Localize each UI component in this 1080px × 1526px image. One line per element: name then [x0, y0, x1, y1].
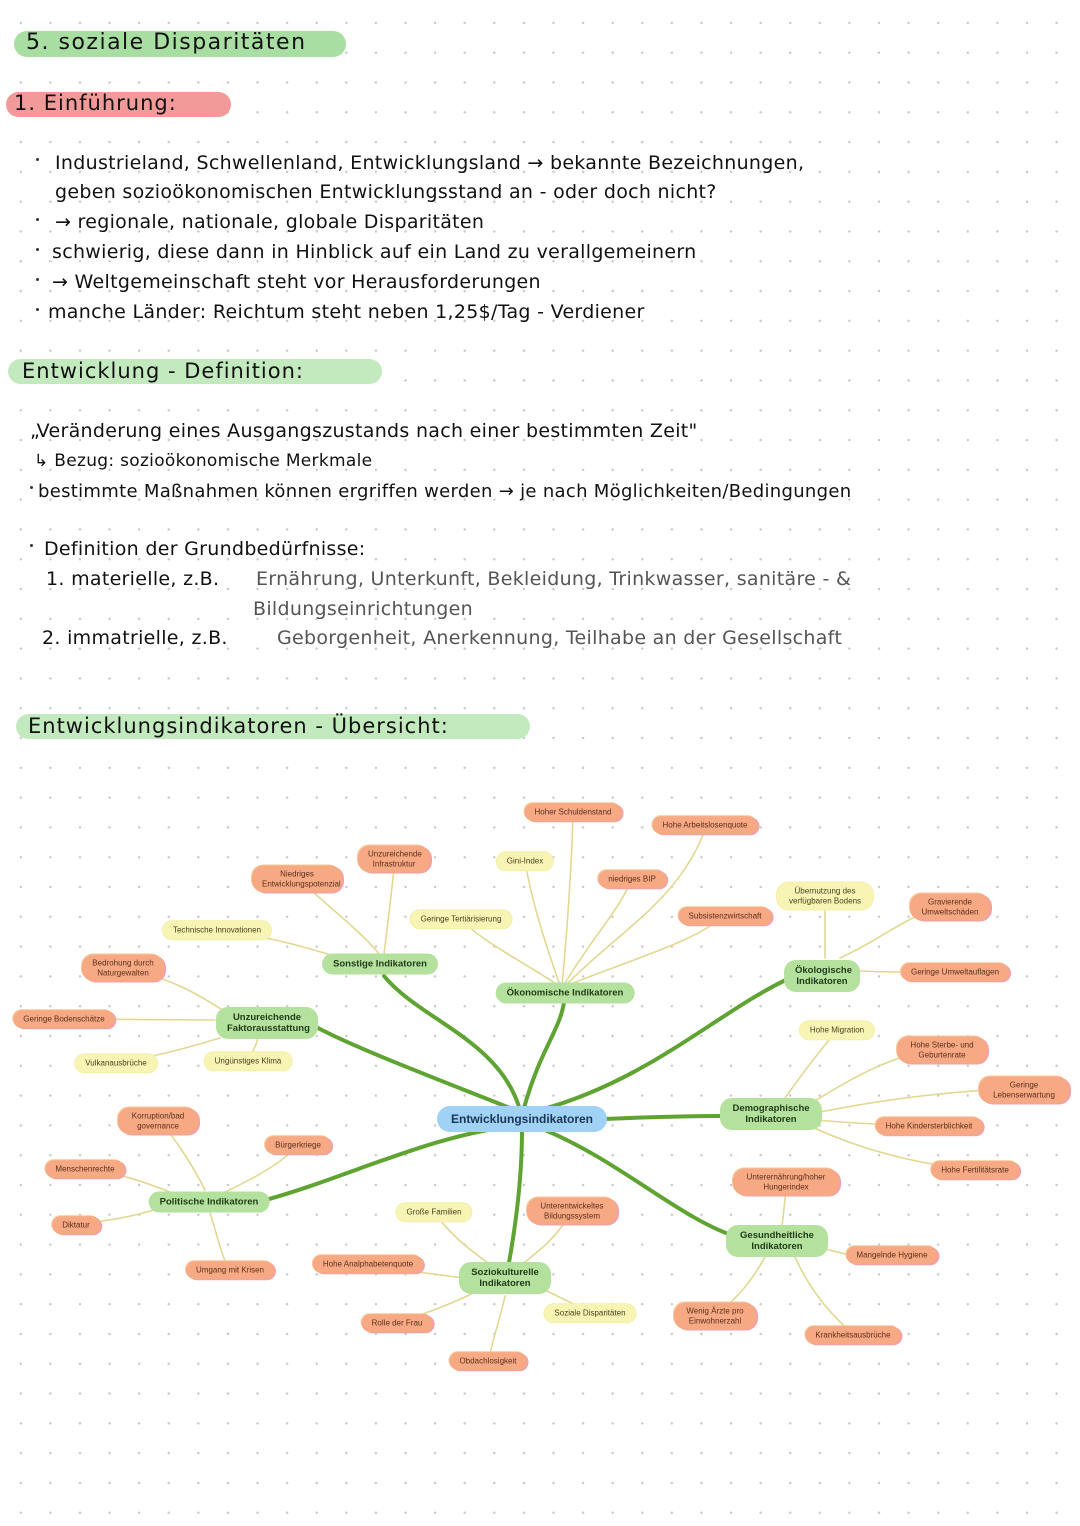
node-unguenstiges-klima: Ungünstiges Klima	[204, 1052, 292, 1070]
definition-quote: „Veränderung eines Ausgangszustands nach…	[30, 420, 698, 442]
definition-reference: ↳ Bezug: sozioökonomische Merkmale	[34, 451, 373, 471]
bullet-dot	[36, 248, 39, 251]
bullet-dot	[30, 544, 33, 547]
node-geringe-lebenserwartung: Geringe Lebenserwartung	[979, 1076, 1069, 1104]
node-analphabetenquote: Hohe Analphabetenquote	[312, 1255, 424, 1273]
intro-bullet-5: manche Länder: Reichtum steht neben 1,25…	[48, 301, 645, 323]
node-geringe-bodenschaetze: Geringe Bodenschätze	[13, 1010, 115, 1028]
node-unzureichende-infrastruktur: Unzureichende Infrastruktur	[358, 845, 430, 873]
mindmap-root: Entwicklungsindikatoren	[436, 1106, 608, 1132]
definition-heading-highlight	[8, 359, 382, 384]
intro-heading: 1. Einführung:	[14, 91, 177, 115]
category-oekologisch: Ökologische Indikatoren	[784, 960, 860, 992]
node-geringe-umweltauflagen: Geringe Umweltauflagen	[900, 963, 1010, 981]
material-needs-examples-cont: Bildungseinrichtungen	[253, 598, 473, 620]
node-subsistenzwirtschaft: Subsistenzwirtschaft	[678, 907, 772, 925]
node-unterernaehrung: Unterernährung/hoher Hungerindex	[733, 1168, 839, 1196]
node-hohe-arbeitslosenquote: Hohe Arbeitslosenquote	[652, 816, 758, 834]
category-politisch: Politische Indikatoren	[148, 1191, 270, 1213]
material-needs-examples: Ernährung, Unterkunft, Bekleidung, Trink…	[256, 568, 852, 590]
node-menschenrechte: Menschenrechte	[45, 1160, 125, 1178]
node-geringe-tertiaerisierung: Geringe Tertiärisierung	[410, 910, 512, 928]
mindmap-branches	[63, 812, 1021, 1361]
category-oekonomisch: Ökonomische Indikatoren	[495, 982, 635, 1004]
definition-measures: bestimmte Maßnahmen können ergriffen wer…	[38, 481, 852, 502]
node-umgang-krisen: Umgang mit Krisen	[185, 1261, 275, 1279]
category-gesundheitlich: Gesundheitliche Indikatoren	[726, 1225, 828, 1257]
bullet-dot	[36, 278, 39, 281]
node-hohe-fertilitaetsrate: Hohe Fertilitätsrate	[931, 1161, 1019, 1179]
material-needs-label: 1. materielle, z.B.	[46, 568, 220, 590]
node-vulkanausbrueche: Vulkanausbrüche	[75, 1054, 157, 1072]
node-bildungssystem: Unterentwickeltes Bildungssystem	[527, 1197, 617, 1225]
node-sterbe-geburtenrate: Hohe Sterbe- und Geburtenrate	[897, 1036, 987, 1064]
node-gini-index: Gini-Index	[496, 852, 554, 870]
node-rolle-der-frau: Rolle der Frau	[361, 1314, 433, 1332]
node-hoher-schuldenstand: Hoher Schuldenstand	[524, 803, 622, 821]
immaterial-needs-examples: Geborgenheit, Anerkennung, Teilhabe an d…	[277, 627, 843, 649]
node-diktatur: Diktatur	[52, 1216, 100, 1234]
basic-needs-heading: Definition der Grundbedürfnisse:	[44, 538, 366, 560]
node-hohe-kindersterblichkeit: Hohe Kindersterblichkeit	[875, 1117, 983, 1135]
node-krankheitsausbrueche: Krankheitsausbrüche	[805, 1326, 901, 1344]
node-grosse-familien: Große Familien	[396, 1203, 472, 1221]
title-highlight	[14, 31, 346, 57]
immaterial-needs-label: 2. immatrielle, z.B.	[42, 627, 228, 649]
node-korruption: Korruption/bad governance	[118, 1107, 198, 1135]
bullet-dot	[30, 486, 33, 489]
bullet-dot	[36, 158, 39, 161]
node-wenig-aerzte: Wenig Ärzte pro Einwohnerzahl	[674, 1302, 756, 1330]
category-demographisch: Demographische Indikatoren	[720, 1098, 822, 1130]
category-faktorausstattung: Unzureichende Faktorausstattung	[216, 1007, 318, 1039]
node-obdachlosigkeit: Obdachlosigkeit	[449, 1352, 527, 1370]
overview-heading: Entwicklungsindikatoren - Übersicht:	[28, 714, 449, 738]
intro-bullet-3: schwierig, diese dann in Hinblick auf ei…	[52, 241, 697, 263]
node-hohe-migration: Hohe Migration	[799, 1021, 875, 1039]
category-sonstige: Sonstige Indikatoren	[322, 953, 438, 975]
intro-heading-highlight	[6, 92, 231, 117]
node-bedrohung-naturgewalten: Bedrohung durch Naturgewalten	[82, 954, 164, 982]
intro-bullet-1: Industrieland, Schwellenland, Entwicklun…	[55, 152, 805, 174]
overview-heading-highlight	[16, 714, 530, 739]
mindmap: Entwicklungsindikatoren Sonstige Indikat…	[0, 780, 1080, 1400]
page-title: 5. soziale Disparitäten	[26, 30, 307, 55]
node-uebernutzung-boden: Übernutzung des verfügbaren Bodens	[777, 882, 873, 910]
definition-heading: Entwicklung - Definition:	[22, 359, 305, 383]
node-buergerkriege: Bürgerkriege	[265, 1136, 331, 1154]
node-mangelnde-hygiene: Mangelnde Hygiene	[846, 1246, 938, 1264]
intro-bullet-4: → Weltgemeinschaft steht vor Herausforde…	[52, 271, 541, 293]
bullet-dot	[36, 218, 39, 221]
node-niedriges-bip: niedriges BIP	[598, 870, 666, 888]
bullet-dot	[36, 308, 39, 311]
node-gravierende-umweltschaeden: Gravierende Umweltschäden	[910, 893, 990, 921]
intro-bullet-1-cont: geben sozioökonomischen Entwicklungsstan…	[55, 181, 717, 203]
node-soziale-disparitaeten: Soziale Disparitäten	[544, 1304, 636, 1322]
node-technische-innovationen: Technische Innovationen	[162, 921, 272, 939]
node-niedriges-entwicklungspotenzial: Niedriges Entwicklungspotenzial	[252, 865, 342, 893]
intro-bullet-2: → regionale, nationale, globale Disparit…	[55, 211, 485, 233]
category-soziokulturell: Soziokulturelle Indikatoren	[459, 1262, 551, 1294]
